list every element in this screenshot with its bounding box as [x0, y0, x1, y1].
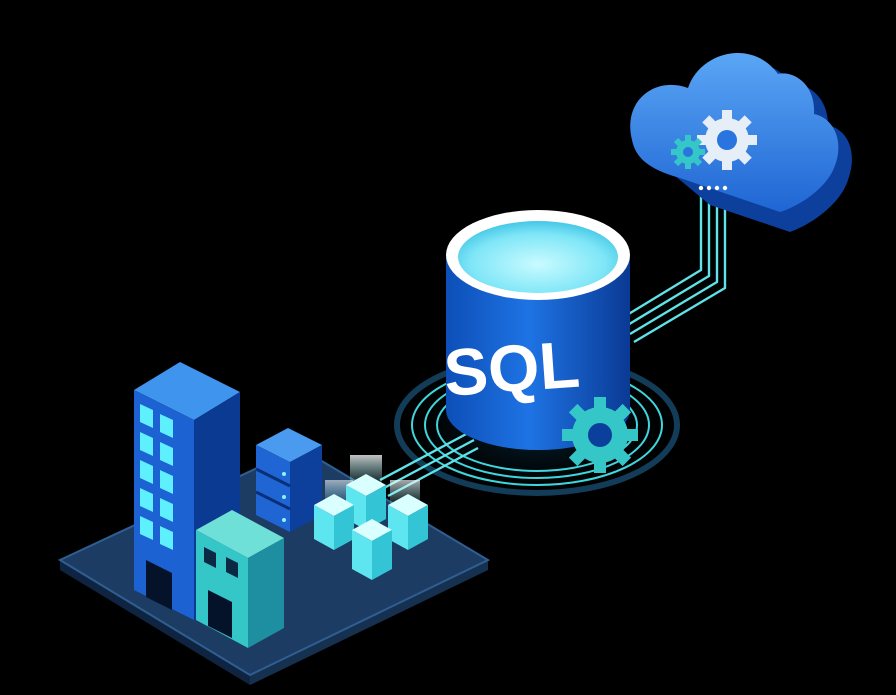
gear-icon: [697, 110, 757, 170]
data-cube-icon: [352, 519, 392, 580]
database-label: SQL: [441, 327, 582, 410]
cloud-to-database-lines: [621, 188, 727, 344]
data-cube-icon: [314, 494, 354, 550]
data-cube-icon: [388, 494, 428, 550]
database-icon: SQL: [441, 210, 638, 473]
gear-icon: [562, 397, 638, 473]
cloud-icon: [630, 53, 852, 232]
building-icon: [196, 510, 284, 648]
gear-icon: [671, 135, 705, 169]
data-cubes: [314, 455, 428, 580]
server-rack-icon: [255, 428, 322, 532]
